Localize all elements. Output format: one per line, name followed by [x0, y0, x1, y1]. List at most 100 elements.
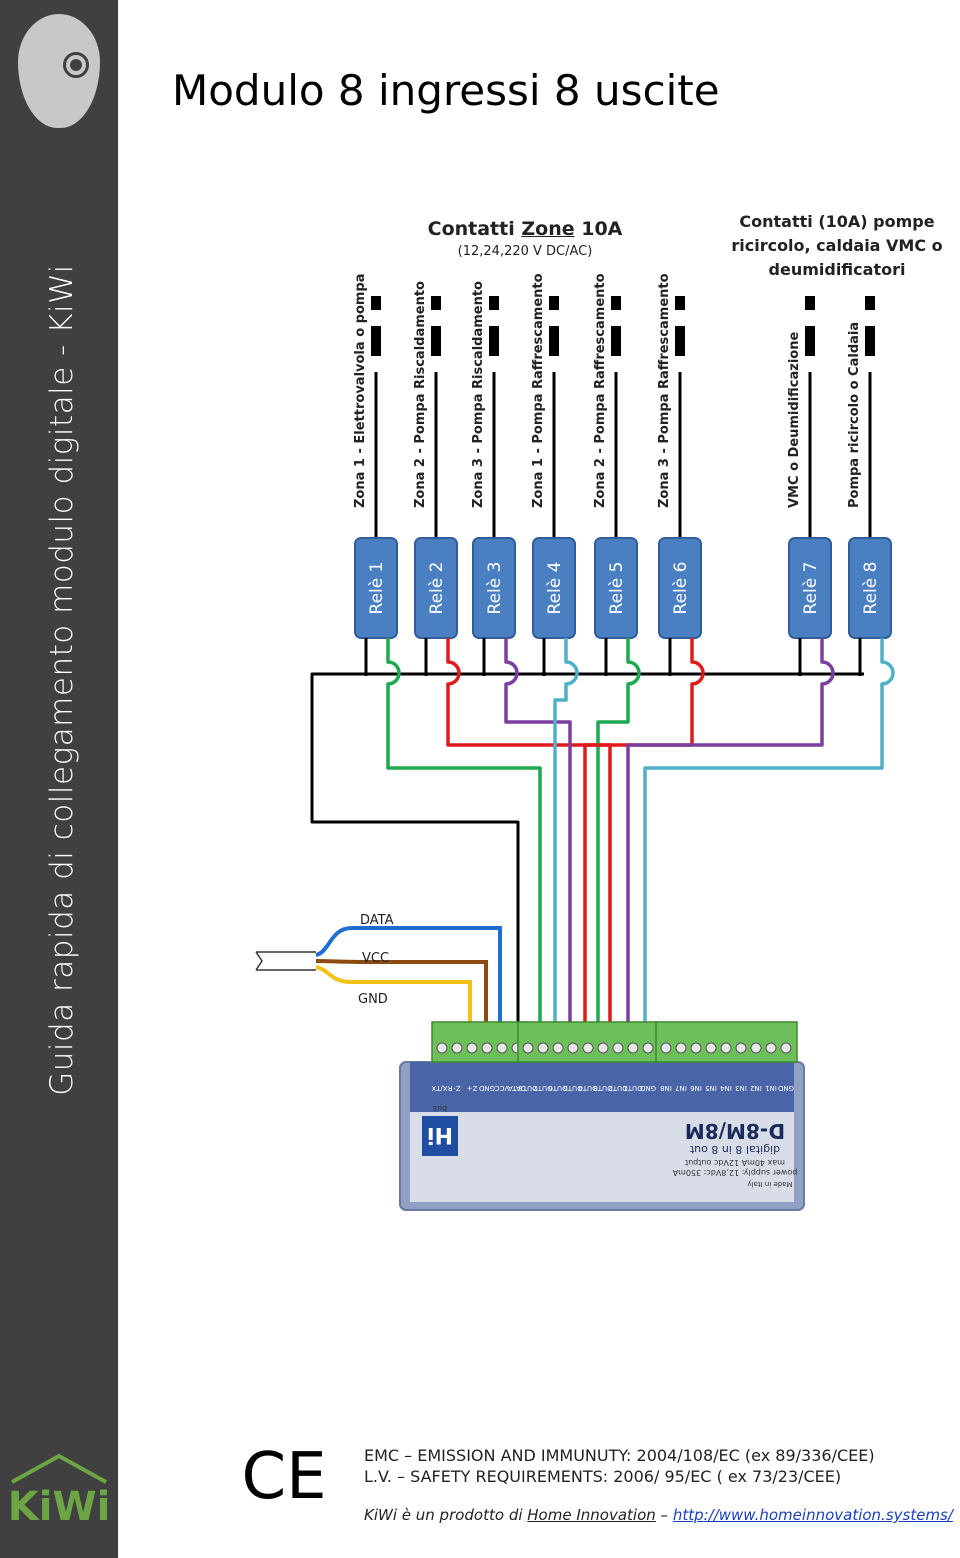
terminal-label: GND	[640, 1084, 656, 1092]
relay-7-wire	[626, 638, 835, 1040]
vcc-wire-label: VCC	[362, 951, 389, 966]
brand-logo-text: Hi	[427, 1122, 453, 1147]
relay-label: Relè 4	[545, 562, 565, 615]
device-spec: max 40mA 12Vdc output	[685, 1158, 785, 1167]
terminal-label: GND	[479, 1084, 495, 1092]
contact-label: Zona 1 - Pompa Raffrescamento	[531, 273, 546, 508]
relay-label: Relè 6	[671, 562, 691, 615]
relay-4: Relè 4	[532, 537, 576, 676]
terminal-label: OUT5	[563, 1084, 582, 1092]
device-subtitle: digital 8 in 8 out	[689, 1143, 780, 1156]
terminal-label: IN7	[675, 1084, 687, 1092]
terminal-label: GND	[778, 1084, 794, 1092]
device-model: D-8M/8M	[685, 1119, 785, 1143]
kiwi-house-logo: KiWi	[8, 1453, 110, 1528]
relay-label: Relè 1	[367, 562, 387, 615]
relay-label: Relè 5	[607, 562, 627, 615]
egg-eye-icon	[63, 52, 89, 78]
terminal-label: IN3	[735, 1084, 747, 1092]
common-wire	[310, 672, 864, 1040]
brand-logo-box	[422, 1116, 458, 1156]
gnd-wire	[315, 965, 472, 1040]
contact-3: Zona 3 - Pompa Riscaldamento	[471, 281, 499, 540]
sidebar: Guida rapida di collegamento modulo digi…	[0, 0, 118, 1558]
relay-label: Relè 7	[801, 562, 821, 615]
contact-1: Zona 1 - Elettrovalvola o pompa	[353, 273, 381, 540]
terminal-label: IN5	[705, 1084, 717, 1092]
input-terminal-block	[655, 1021, 798, 1063]
relay-2: Relè 2	[414, 537, 458, 676]
relay-3-wire	[504, 638, 572, 1040]
relay-8-wire	[643, 638, 895, 1040]
bus-label: bus	[433, 1104, 447, 1113]
terminal-label: IN1	[765, 1084, 777, 1092]
terminal-label: OUT8	[518, 1084, 537, 1092]
contact-label: VMC o Deumidificazione	[787, 332, 802, 508]
terminal-label: OUT1	[623, 1084, 642, 1092]
contact-6: Zona 3 - Pompa Raffrescamento	[657, 273, 685, 540]
relay-8: Relè 8	[848, 537, 892, 676]
ce-mark: CE	[241, 1440, 326, 1510]
relay-5: Relè 5	[594, 537, 638, 676]
device-label-panel	[410, 1112, 794, 1202]
terminal-label: IN8	[660, 1084, 672, 1092]
bus-cable-end	[255, 951, 316, 971]
relay-3: Relè 3	[472, 537, 516, 676]
lv-compliance-text: L.V. – SAFETY REQUIREMENTS: 2006/ 95/EC …	[364, 1467, 842, 1486]
contact-label: Zona 3 - Pompa Riscaldamento	[471, 281, 486, 508]
contact-8: Pompa ricircolo o Caldaia	[847, 296, 875, 540]
terminal-label: Z-	[453, 1084, 461, 1092]
kiwi-egg-logo	[18, 14, 100, 128]
relay-5-wire	[596, 638, 641, 1040]
terminal-label: Z+	[467, 1084, 478, 1092]
relay-6: Relè 6	[658, 537, 702, 676]
contact-5: Zona 2 - Pompa Raffrescamento	[593, 273, 621, 540]
contact-label: Pompa ricircolo o Caldaia	[847, 322, 862, 508]
relay-6-wire	[583, 638, 705, 1040]
gnd-wire-label: GND	[358, 992, 388, 1007]
terminal-label: DATA	[508, 1084, 526, 1092]
contact-2: Zona 2 - Pompa Riscaldamento	[413, 281, 441, 540]
terminal-label: OUT6	[548, 1084, 568, 1092]
terminal-label: OUT7	[533, 1084, 552, 1092]
terminal-label: OUT2	[608, 1084, 627, 1092]
data-wire-label: DATA	[360, 913, 394, 928]
contact-7: VMC o Deumidificazione	[787, 296, 815, 540]
terminal-label: RX/TX	[431, 1084, 452, 1092]
contact-label: Zona 2 - Pompa Raffrescamento	[593, 273, 608, 508]
relay-7: Relè 7	[788, 537, 832, 676]
contact-label: Zona 3 - Pompa Raffrescamento	[657, 273, 672, 508]
terminal-label: OUT3	[593, 1084, 612, 1092]
relay-1: Relè 1	[354, 537, 398, 676]
relay-4-wire	[553, 638, 579, 1040]
terminal-label: VCC	[495, 1084, 510, 1092]
svg-text:CE: CE	[241, 1440, 326, 1510]
relay-label: Relè 2	[427, 562, 447, 615]
vcc-wire	[315, 959, 488, 1040]
kiwi-logo-text: KiWi	[8, 1484, 110, 1528]
contact-label: Zona 1 - Elettrovalvola o pompa	[353, 273, 368, 508]
zone-contacts-header: Contatti Zone 10A (12,24,220 V DC/AC)	[427, 218, 623, 259]
output-terminal-block	[517, 1021, 660, 1063]
device-terminal-strip	[410, 1062, 794, 1112]
pump-contacts-header: Contatti (10A) pompe ricircolo, caldaia …	[731, 212, 943, 279]
website-link[interactable]: http://www.homeinnovation.systems/	[672, 1506, 953, 1524]
relay-label: Relè 3	[485, 562, 505, 615]
terminal-label: OUT4	[578, 1084, 598, 1092]
data-wire	[315, 926, 502, 1040]
terminal-label: IN2	[750, 1084, 762, 1092]
page-title: Modulo 8 ingressi 8 uscite	[172, 66, 720, 115]
emc-compliance-text: EMC – EMISSION AND IMMUNUTY: 2004/108/EC…	[364, 1446, 875, 1465]
contact-4: Zona 1 - Pompa Raffrescamento	[531, 273, 559, 540]
device-spec: power supply: 12,8Vdc: 350mA	[672, 1168, 797, 1177]
relay-2-wire	[446, 638, 612, 1040]
bus-terminal-block	[431, 1021, 529, 1063]
relay-label: Relè 8	[861, 562, 881, 615]
relay-1-wire	[386, 638, 542, 1040]
product-credit: KiWi è un prodotto di Home Innovation – …	[364, 1506, 953, 1524]
terminal-label: IN6	[690, 1084, 702, 1092]
terminal-label: IN4	[720, 1084, 732, 1092]
made-in-label: Made in Italy	[747, 1180, 792, 1188]
contact-label: Zona 2 - Pompa Riscaldamento	[413, 281, 428, 508]
